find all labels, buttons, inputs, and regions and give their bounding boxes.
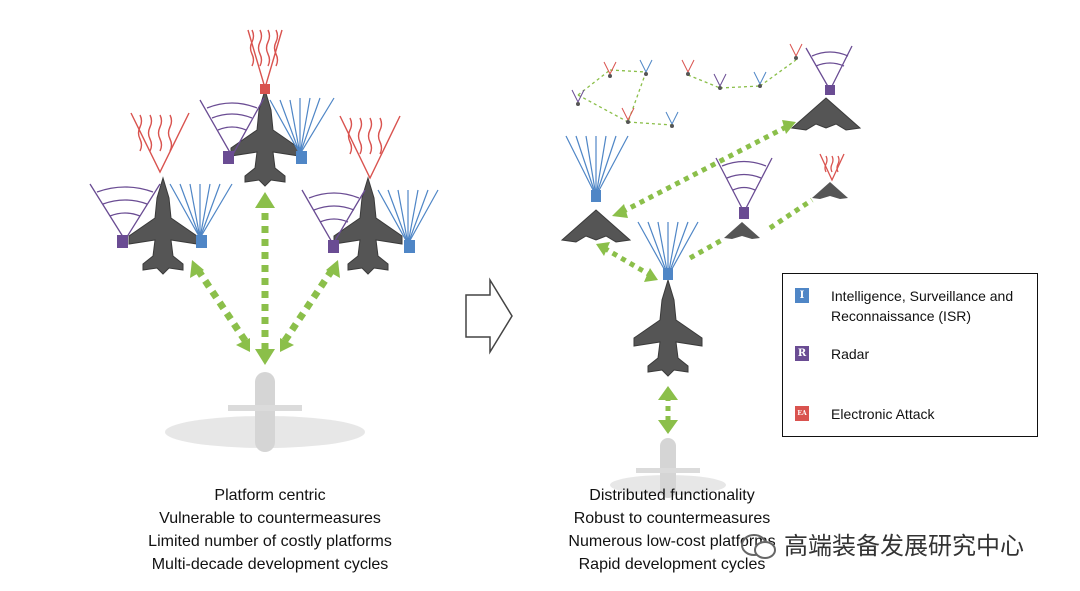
badge-isr-left xyxy=(196,235,207,248)
badge-radar-drone-mid xyxy=(739,207,749,219)
drone-radar-top-right xyxy=(791,97,861,131)
fighter-jet-center xyxy=(633,279,703,377)
radar-beams-left-panel xyxy=(89,97,366,246)
swarm-node-ea-1 xyxy=(603,61,617,78)
legend-box: I Intelligence, Surveillance and Reconna… xyxy=(782,273,1038,437)
legend-label-radar: Radar xyxy=(831,346,870,362)
left-caption-line: Vulnerable to countermeasures xyxy=(159,510,381,527)
swarm-node-ea-4 xyxy=(789,43,803,60)
link-arrowheads-right xyxy=(596,120,796,434)
swarm-node-radar-1 xyxy=(571,89,585,106)
badge-radar-left xyxy=(117,235,128,248)
badge-ea-top xyxy=(260,84,270,94)
swarm-node-ea-2 xyxy=(621,107,635,124)
swarm-node-isr-1 xyxy=(639,59,653,76)
right-caption-line: Distributed functionality xyxy=(589,487,755,504)
drone-radar-mid xyxy=(724,222,760,239)
badge-isr-jet xyxy=(663,268,673,280)
right-caption-line: Rapid development cycles xyxy=(578,556,766,573)
awacs-aircraft-left xyxy=(165,372,365,452)
data-links-left xyxy=(195,200,335,350)
right-caption-line: Robust to countermeasures xyxy=(573,510,771,527)
legend-label-ea: Electronic Attack xyxy=(831,406,935,422)
left-caption-line: Platform centric xyxy=(214,487,326,504)
swarm-node-isr-3 xyxy=(753,71,767,88)
ea-badge-icon: EA xyxy=(795,406,809,421)
swarm-node-isr-2 xyxy=(665,111,679,128)
fighter-jet-left xyxy=(128,177,198,275)
ea-beam-left xyxy=(130,112,190,174)
badge-isr-drone xyxy=(591,190,601,202)
transition-arrow-icon xyxy=(465,277,513,355)
drone-ea-small xyxy=(812,182,848,199)
badge-isr-right xyxy=(404,240,415,253)
ea-beam-right-panel xyxy=(819,153,845,182)
badge-radar-drone-top xyxy=(825,85,835,95)
ea-beam-right xyxy=(339,115,401,180)
left-caption: Platform centric Vulnerable to counterme… xyxy=(110,484,430,576)
swarm-nodes xyxy=(571,43,803,128)
badge-isr-top xyxy=(296,151,307,164)
right-caption-line: Numerous low-cost platforms xyxy=(568,533,776,550)
swarm-node-radar-2 xyxy=(713,73,727,90)
swarm-node-ea-3 xyxy=(681,59,695,76)
awacs-aircraft-right xyxy=(610,438,726,498)
badge-radar-top xyxy=(223,151,234,164)
left-caption-line: Multi-decade development cycles xyxy=(151,556,389,573)
right-caption: Distributed functionality Robust to coun… xyxy=(512,484,832,576)
watermark: 高端装备发展研究中心 xyxy=(740,530,1060,564)
ea-beam-top xyxy=(247,29,283,91)
link-arrowheads-left xyxy=(190,192,340,365)
isr-badge-icon: I xyxy=(795,288,809,303)
badge-radar-right xyxy=(328,240,339,253)
radar-badge-icon: R xyxy=(795,346,809,361)
wechat-logo-icon xyxy=(741,534,776,559)
legend-label-isr: Intelligence, Surveillance and Reconnais… xyxy=(831,288,1014,324)
left-caption-line: Limited number of costly platforms xyxy=(148,533,392,550)
watermark-text: 高端装备发展研究中心 xyxy=(784,532,1024,560)
data-links-right xyxy=(602,123,814,424)
